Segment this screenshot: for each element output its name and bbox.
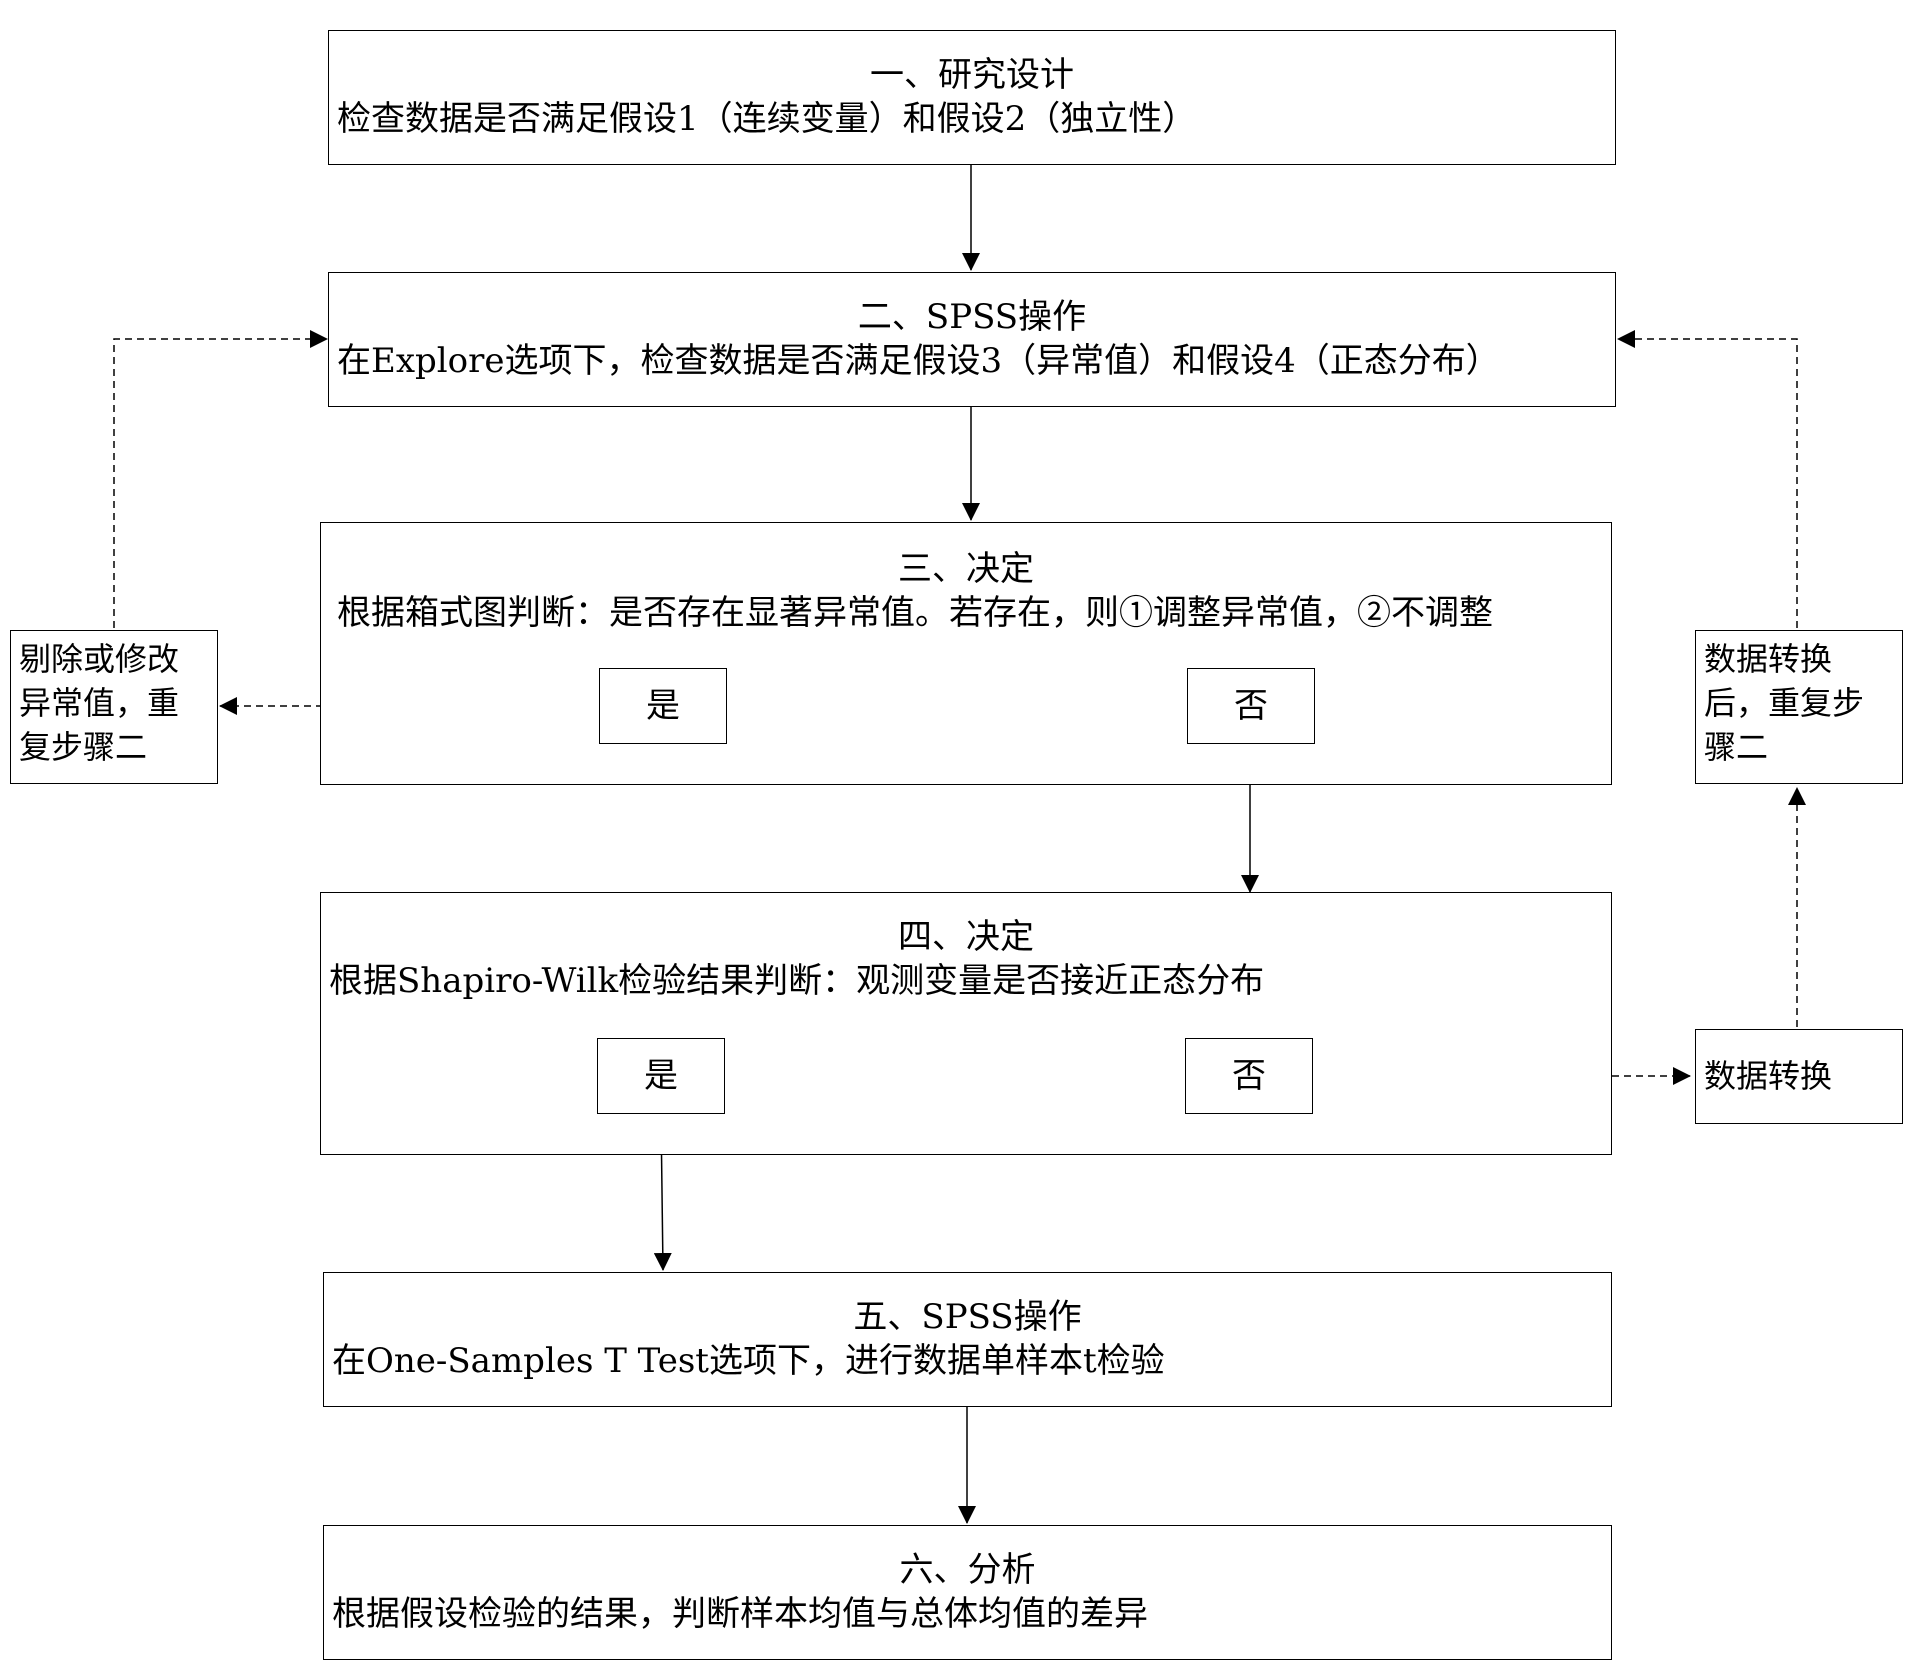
remove-outliers-line-3: 复步骤二: [19, 728, 148, 766]
step4-yes-label: 是: [644, 1056, 678, 1096]
step4-box: 四、决定 根据Shapiro-Wilk检验结果判断：观测变量是否接近正态分布: [320, 892, 1612, 1155]
step6-body: 根据假设检验的结果，判断样本均值与总体均值的差异: [332, 1594, 1148, 1634]
step3-body: 根据箱式图判断：是否存在显著异常值。若存在，则①调整异常值，②不调整: [337, 593, 1493, 633]
after-transform-line-2: 后，重复步: [1704, 684, 1865, 722]
step6-box: 六、分析 根据假设检验的结果，判断样本均值与总体均值的差异: [323, 1525, 1612, 1660]
step5-body: 在One-Samples T Test选项下，进行数据单样本t检验: [332, 1341, 1165, 1381]
remove-outliers-line-2: 异常值，重: [19, 684, 180, 722]
step2-body: 在Explore选项下，检查数据是否满足假设3（异常值）和假设4（正态分布）: [337, 341, 1500, 381]
arrow-remove-to-step2: [113, 330, 328, 628]
transform-label: 数据转换: [1704, 1057, 1833, 1095]
step3-yes-box: 是: [599, 668, 727, 744]
step4-no-box: 否: [1185, 1038, 1313, 1114]
step4-no-label: 否: [1232, 1056, 1266, 1096]
step3-yes-label: 是: [646, 686, 680, 726]
step1-box: 一、研究设计 检查数据是否满足假设1（连续变量）和假设2（独立性）: [328, 30, 1616, 165]
step4-yes-box: 是: [597, 1038, 725, 1114]
step4-body: 根据Shapiro-Wilk检验结果判断：观测变量是否接近正态分布: [329, 961, 1265, 1001]
transform-box: 数据转换: [1695, 1029, 1903, 1124]
step3-title: 三、决定: [898, 549, 1034, 589]
step1-body: 检查数据是否满足假设1（连续变量）和假设2（独立性）: [337, 99, 1197, 139]
remove-outliers-line-1: 剔除或修改: [19, 640, 180, 678]
step1-title: 一、研究设计: [870, 55, 1074, 95]
step2-title: 二、SPSS操作: [857, 297, 1087, 337]
remove-outliers-box: 剔除或修改 异常值，重 复步骤二: [10, 630, 218, 784]
step3-box: 三、决定 根据箱式图判断：是否存在显著异常值。若存在，则①调整异常值，②不调整: [320, 522, 1612, 785]
step4-title: 四、决定: [898, 917, 1034, 957]
step5-title: 五、SPSS操作: [853, 1297, 1082, 1337]
arrow-after-to-step2: [1617, 330, 1798, 628]
step2-box: 二、SPSS操作 在Explore选项下，检查数据是否满足假设3（异常值）和假设…: [328, 272, 1616, 407]
after-transform-box: 数据转换 后，重复步 骤二: [1695, 630, 1903, 784]
after-transform-line-3: 骤二: [1704, 728, 1769, 766]
step3-no-label: 否: [1234, 686, 1268, 726]
after-transform-line-1: 数据转换: [1704, 640, 1833, 678]
step6-title: 六、分析: [899, 1550, 1036, 1590]
step5-box: 五、SPSS操作 在One-Samples T Test选项下，进行数据单样本t…: [323, 1272, 1612, 1407]
step3-no-box: 否: [1187, 668, 1315, 744]
